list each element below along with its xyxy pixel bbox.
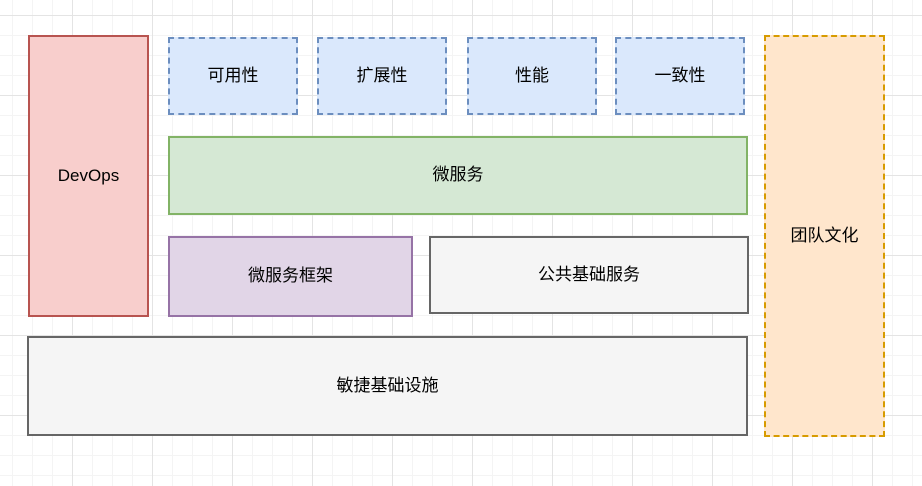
node-availability-label: 可用性 bbox=[207, 65, 259, 85]
node-scalability: 扩展性 bbox=[317, 37, 447, 115]
node-availability: 可用性 bbox=[168, 37, 298, 115]
node-performance-label: 性能 bbox=[515, 65, 549, 85]
node-common-base-services-label: 公共基础服务 bbox=[538, 264, 640, 284]
node-scalability-label: 扩展性 bbox=[356, 65, 408, 85]
node-agile-infrastructure: 敏捷基础设施 bbox=[27, 336, 748, 436]
node-microservices: 微服务 bbox=[168, 136, 748, 215]
node-performance: 性能 bbox=[467, 37, 597, 115]
node-microservice-framework: 微服务框架 bbox=[168, 236, 413, 317]
node-consistency-label: 一致性 bbox=[654, 65, 706, 85]
node-devops-label: DevOps bbox=[57, 165, 120, 185]
node-microservice-framework-label: 微服务框架 bbox=[248, 266, 333, 286]
node-agile-infrastructure-label: 敏捷基础设施 bbox=[336, 375, 439, 395]
node-microservices-label: 微服务 bbox=[432, 165, 484, 185]
node-team-culture: 团队文化 bbox=[764, 35, 885, 437]
node-consistency: 一致性 bbox=[615, 37, 745, 115]
node-team-culture-label: 团队文化 bbox=[790, 225, 859, 245]
node-devops: DevOps bbox=[28, 35, 149, 317]
node-common-base-services: 公共基础服务 bbox=[429, 236, 749, 314]
